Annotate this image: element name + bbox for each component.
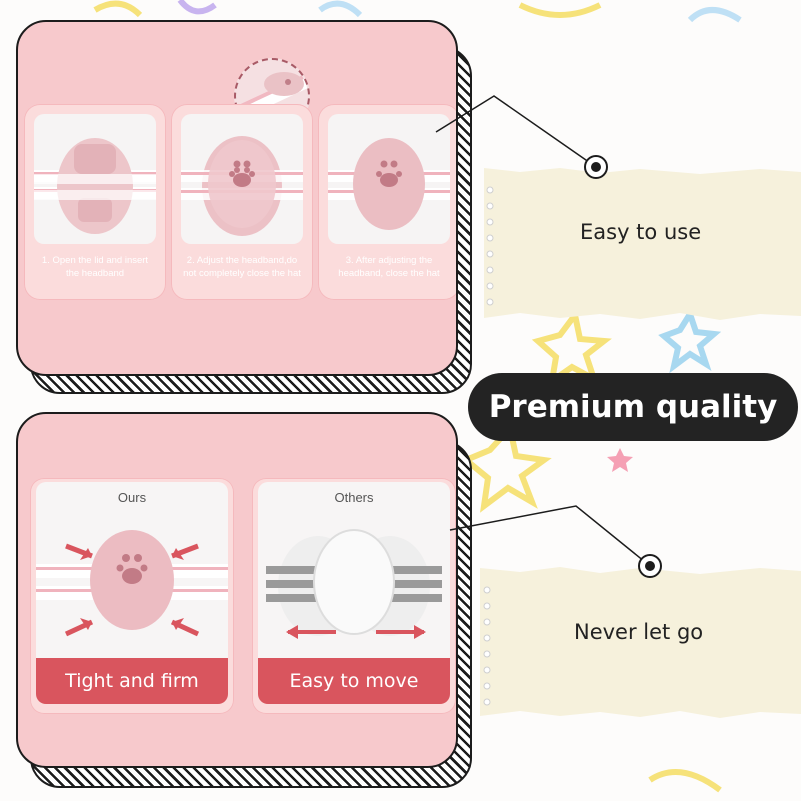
others-header: Others <box>334 490 374 505</box>
easy-to-use-note-paper <box>484 168 801 320</box>
comparison-panel-body: Ours Tight and firm Others Ea <box>16 412 458 768</box>
never-let-go-target-icon <box>638 554 662 578</box>
step-card-3: 3. After adjusting the headband, close t… <box>318 104 456 300</box>
never-let-go-note-paper <box>480 567 801 718</box>
step-1-caption: 1. Open the lid and insert the headband <box>28 254 162 280</box>
ours-photo <box>36 482 228 658</box>
never-let-go-note-binding <box>483 586 491 706</box>
easy-to-use-note-binding <box>486 186 494 306</box>
step-2-caption-line1: 2. Adjust the headband,do <box>186 255 298 266</box>
never-let-go-leader-line <box>449 505 651 567</box>
others-card: Others Easy to move <box>252 478 456 714</box>
step-3-photo <box>328 114 450 244</box>
others-photo <box>258 482 450 658</box>
easy-to-use-label: Easy to use <box>580 220 702 244</box>
ours-caption: Tight and firm <box>36 658 228 704</box>
ours-card: Ours Tight and firm <box>30 478 234 714</box>
step-3-caption: 3. After adjusting the headband, close t… <box>322 254 456 280</box>
step-3-caption-line2: headband, close the hat <box>338 268 440 279</box>
step-3-caption-line1: 3. After adjusting the <box>345 255 433 266</box>
others-caption: Easy to move <box>258 658 450 704</box>
step-2-caption: 2. Adjust the headband,do not completely… <box>175 254 309 280</box>
premium-quality-badge: Premium quality <box>468 373 798 441</box>
easy-to-use-target-icon <box>584 155 608 179</box>
step-card-2: 2. Adjust the headband,do not completely… <box>171 104 313 300</box>
step-1-caption-line2: the headband <box>65 268 125 279</box>
step-2-photo <box>181 114 303 244</box>
step-card-1: 1. Open the lid and insert the headband <box>24 104 166 300</box>
steps-panel-body: 1. Open the lid and insert the headband <box>16 20 458 376</box>
ours-header: Ours <box>117 490 147 505</box>
step-2-caption-line2: not completely close the hat <box>183 268 301 279</box>
step-1-photo <box>34 114 156 244</box>
step-1-caption-line1: 1. Open the lid and insert <box>41 255 149 266</box>
never-let-go-label: Never let go <box>574 620 704 644</box>
easy-to-use-leader-line <box>435 95 597 168</box>
